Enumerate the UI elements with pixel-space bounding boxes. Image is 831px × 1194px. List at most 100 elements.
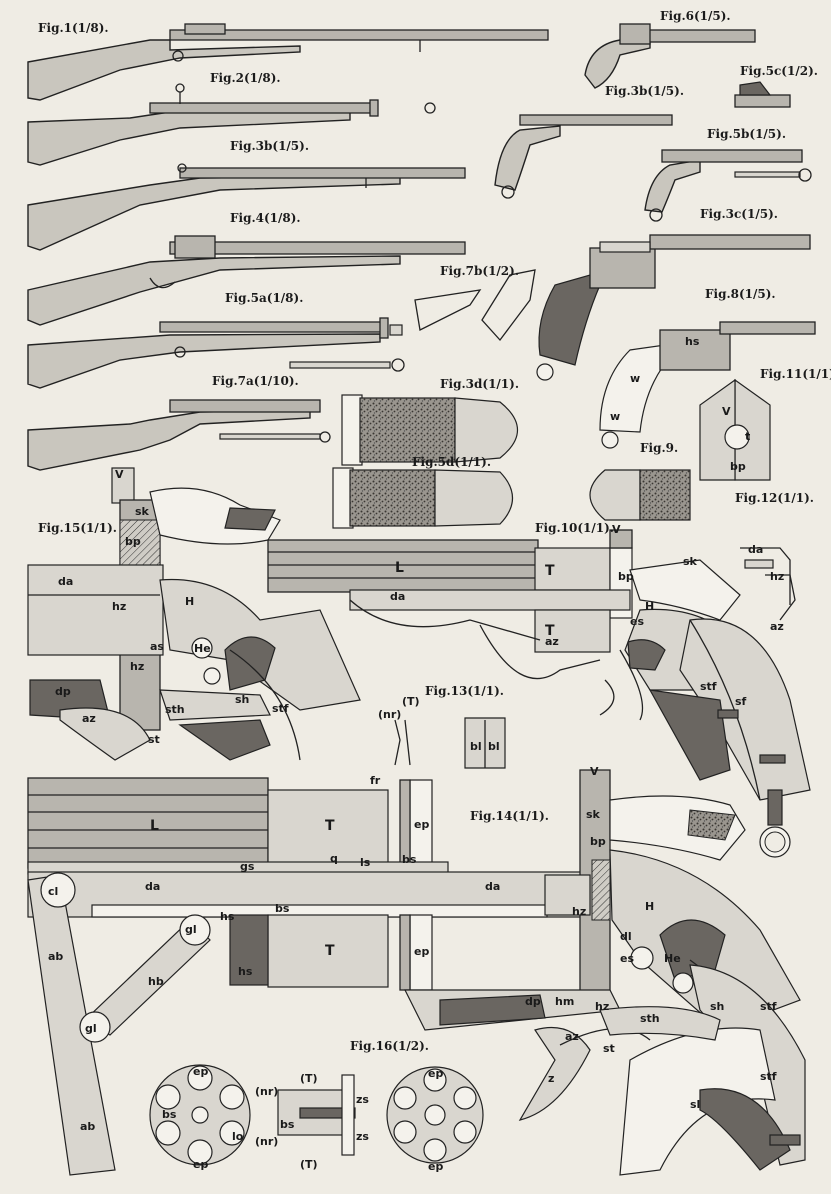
part-L-fig10: L bbox=[395, 560, 404, 576]
revolver-fig8 bbox=[536, 234, 811, 381]
part-hz2-fig14: hz bbox=[595, 1000, 609, 1013]
pistol-fig3c bbox=[644, 149, 812, 222]
part-stf-fig14: stf bbox=[760, 1000, 777, 1013]
label-fig6: Fig.6(1/5). bbox=[660, 9, 731, 23]
part-ab-fig14: ab bbox=[48, 950, 63, 963]
pistol-fig3b-right bbox=[494, 114, 673, 199]
label-fig3d: Fig.3d(1/1). bbox=[440, 377, 519, 391]
part-sh-fig15: sh bbox=[235, 693, 249, 706]
rifle-fig3b bbox=[27, 163, 466, 251]
part-v-fig10: V bbox=[612, 523, 621, 536]
part-hz2-fig15: hz bbox=[130, 660, 144, 673]
cartridge-fig3d bbox=[341, 394, 518, 466]
part-nr-fig13: (nr) bbox=[378, 708, 401, 721]
label-fig5b: Fig.5b(1/5). bbox=[707, 127, 786, 141]
part-da-fig15: da bbox=[58, 575, 73, 588]
part-da-fig12: da bbox=[748, 543, 763, 556]
part-bs-fig14: bs bbox=[275, 902, 290, 915]
part-T-fig16: (T) bbox=[300, 1072, 318, 1085]
part-dl-fig14: dl bbox=[620, 930, 632, 943]
diagram-fig16 bbox=[149, 1064, 484, 1166]
label-fig11: Fig.11(1/1). bbox=[760, 367, 831, 381]
part-cl-fig14: cl bbox=[48, 885, 58, 898]
part-nr-fig16: (nr) bbox=[255, 1085, 278, 1098]
part-zs-fig16: zs bbox=[356, 1093, 369, 1106]
part-hm-fig14: hm bbox=[555, 995, 574, 1008]
part-dp-fig15: dp bbox=[55, 685, 71, 698]
part-T-fig13: (T) bbox=[402, 695, 420, 708]
label-fig7a: Fig.7a(1/10). bbox=[212, 374, 299, 388]
part-bp-fig14: bp bbox=[590, 835, 606, 848]
part-bp-fig15: bp bbox=[125, 535, 141, 548]
part-dp-fig14: dp bbox=[525, 995, 541, 1008]
part-az-fig10: az bbox=[545, 635, 559, 648]
part-bl-fig13: bl bbox=[470, 740, 482, 753]
part-L-fig14: L bbox=[150, 818, 159, 834]
part-gl-fig14: gl bbox=[185, 923, 197, 936]
part-lo-fig16: lo bbox=[232, 1130, 244, 1143]
part-He-fig15: He bbox=[194, 642, 211, 655]
part-da2-fig14: da bbox=[485, 880, 500, 893]
part-T2-fig14: T bbox=[325, 943, 335, 959]
rifle-fig4 bbox=[27, 235, 466, 326]
part-bs2-fig14: bs bbox=[402, 853, 417, 866]
part-zs2-fig16: zs bbox=[356, 1130, 369, 1143]
part-bl2-fig13: bl bbox=[488, 740, 500, 753]
detail-fig7b bbox=[414, 269, 536, 342]
detail-fig13 bbox=[394, 717, 506, 769]
part-ls-fig14: ls bbox=[360, 856, 371, 869]
part-ep2-fig14: ep bbox=[414, 945, 429, 958]
part-sk-fig14: sk bbox=[586, 808, 601, 821]
part-hz-fig14: hz bbox=[572, 905, 586, 918]
revolver-fig9 bbox=[599, 321, 816, 449]
part-da-fig10: da bbox=[390, 590, 405, 603]
label-fig3b: Fig.3b(1/5). bbox=[230, 139, 309, 153]
label-fig2: Fig.2(1/8). bbox=[210, 71, 281, 85]
part-az-fig12: az bbox=[770, 620, 784, 633]
part-hz-fig12: hz bbox=[770, 570, 784, 583]
part-fr-fig14: fr bbox=[370, 774, 381, 787]
part-az-fig14: az bbox=[565, 1030, 579, 1043]
rifle-fig2 bbox=[27, 83, 436, 166]
part-v-fig11: V bbox=[722, 405, 731, 418]
part-sth-fig15: sth bbox=[165, 703, 185, 716]
part-z-fig14: z bbox=[548, 1072, 554, 1085]
label-fig12: Fig.12(1/1). bbox=[735, 491, 814, 505]
label-fig16: Fig.16(1/2). bbox=[350, 1039, 429, 1053]
part-sth-fig14: sth bbox=[640, 1012, 660, 1025]
part-es-fig10: es bbox=[630, 615, 644, 628]
part-da-fig14: da bbox=[145, 880, 160, 893]
part-hs2-fig14: hs bbox=[238, 965, 253, 978]
part-T-fig14: T bbox=[325, 818, 335, 834]
part-q-fig14: q bbox=[330, 852, 338, 865]
pistol-fig5c bbox=[734, 81, 791, 108]
part-bs-fig16: bs bbox=[162, 1108, 177, 1121]
part-as-fig15: as bbox=[150, 640, 164, 653]
part-gl2-fig14: gl bbox=[85, 1022, 97, 1035]
cartridge-fig5d bbox=[332, 467, 513, 529]
label-fig3c: Fig.3c(1/5). bbox=[700, 207, 778, 221]
part-T-fig10: T bbox=[545, 563, 555, 579]
part-ep4-fig16: ep bbox=[428, 1160, 443, 1173]
part-stf-fig10: stf bbox=[700, 680, 717, 693]
part-ep2-fig16: ep bbox=[193, 1158, 208, 1171]
part-ep-fig14: ep bbox=[414, 818, 429, 831]
part-sf-fig10: sf bbox=[735, 695, 747, 708]
part-hs-fig9: hs bbox=[685, 335, 700, 348]
detail-fig11 bbox=[699, 378, 771, 481]
part-stf2-fig14: stf bbox=[760, 1070, 777, 1083]
pistol-fig6 bbox=[584, 23, 756, 89]
diagram-fig14 bbox=[27, 769, 806, 1176]
part-v-fig15: V bbox=[115, 468, 124, 481]
part-w2-fig9: w bbox=[610, 410, 620, 423]
label-fig8: Fig.8(1/5). bbox=[705, 287, 776, 301]
rifle-fig1 bbox=[27, 23, 549, 101]
part-ab2-fig14: ab bbox=[80, 1120, 95, 1133]
part-H-fig15: H bbox=[185, 595, 194, 608]
part-ep-fig16: ep bbox=[193, 1065, 208, 1078]
diagram-fig10 bbox=[267, 529, 811, 858]
label-fig10: Fig.10(1/1). bbox=[535, 521, 614, 535]
label-fig3e: Fig.3b(1/5). bbox=[605, 84, 684, 98]
label-fig7b: Fig.7b(1/2). bbox=[440, 264, 519, 278]
part-az-fig15: az bbox=[82, 712, 96, 725]
